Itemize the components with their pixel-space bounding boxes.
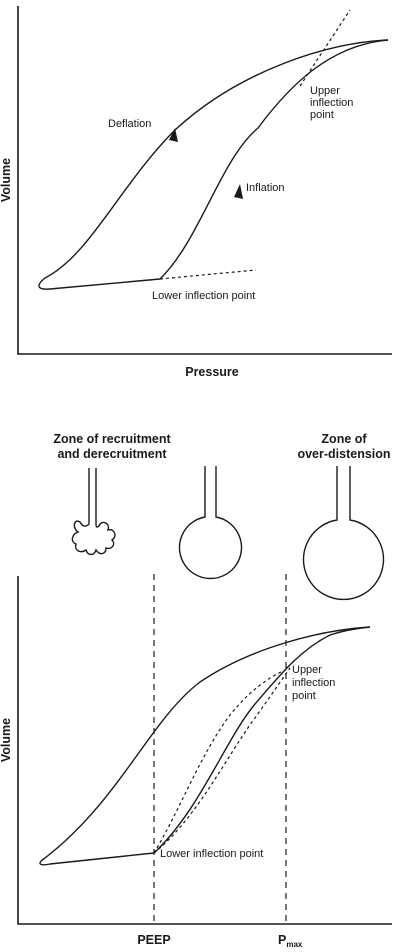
top-deflation-curve <box>38 39 389 290</box>
zone-left-label-2: and derecruitment <box>57 447 167 461</box>
peep-label: PEEP <box>137 933 170 947</box>
top-lower-label: Lower inflection point <box>152 290 255 302</box>
bottom-lower-label: Lower inflection point <box>160 848 263 860</box>
normal-alveolus-icon <box>178 466 243 580</box>
bottom-y-axis-label: Volume <box>0 718 13 762</box>
pmax-label-sub: max <box>286 940 303 949</box>
top-axes <box>17 6 392 355</box>
bottom-upper-label-3: point <box>292 690 316 702</box>
top-x-axis-label: Pressure <box>185 365 239 379</box>
top-upper-tangent <box>299 9 351 87</box>
bottom-dotted-curve-2 <box>153 667 291 854</box>
top-y-axis-label: Volume <box>0 158 13 202</box>
bottom-upper-label-2: inflection <box>292 677 335 689</box>
collapsed-alveolus-icon <box>71 468 116 556</box>
top-panel: Volume Pressure Deflation Inflation Uppe… <box>0 6 392 379</box>
top-upper-label-1: Upper <box>310 85 340 97</box>
distended-alveolus-icon <box>302 466 385 601</box>
top-upper-label-2: inflection <box>310 97 353 109</box>
deflation-label: Deflation <box>108 118 151 130</box>
bottom-dotted-curve-1 <box>153 667 291 854</box>
bottom-axes <box>17 576 392 925</box>
zone-right-label-1: Zone of <box>321 432 367 446</box>
zone-left-label-1: Zone of recruitment <box>53 432 171 446</box>
bottom-upper-label-1: Upper <box>292 664 322 676</box>
top-lower-tangent <box>159 269 257 280</box>
bottom-deflation-curve <box>39 626 371 866</box>
pmax-label: Pmax <box>278 933 303 949</box>
top-inflation-curve <box>159 39 389 280</box>
bottom-inflation-curve <box>153 626 371 854</box>
zone-right-label-2: over-distension <box>297 447 390 461</box>
inflation-label: Inflation <box>246 182 285 194</box>
deflation-arrow-icon <box>169 128 178 142</box>
top-upper-label-3: point <box>310 109 334 121</box>
bottom-panel: Zone of recruitment and derecruitment Zo… <box>0 432 392 949</box>
inflation-arrow-icon <box>234 184 243 199</box>
pmax-label-main: P <box>278 933 286 947</box>
